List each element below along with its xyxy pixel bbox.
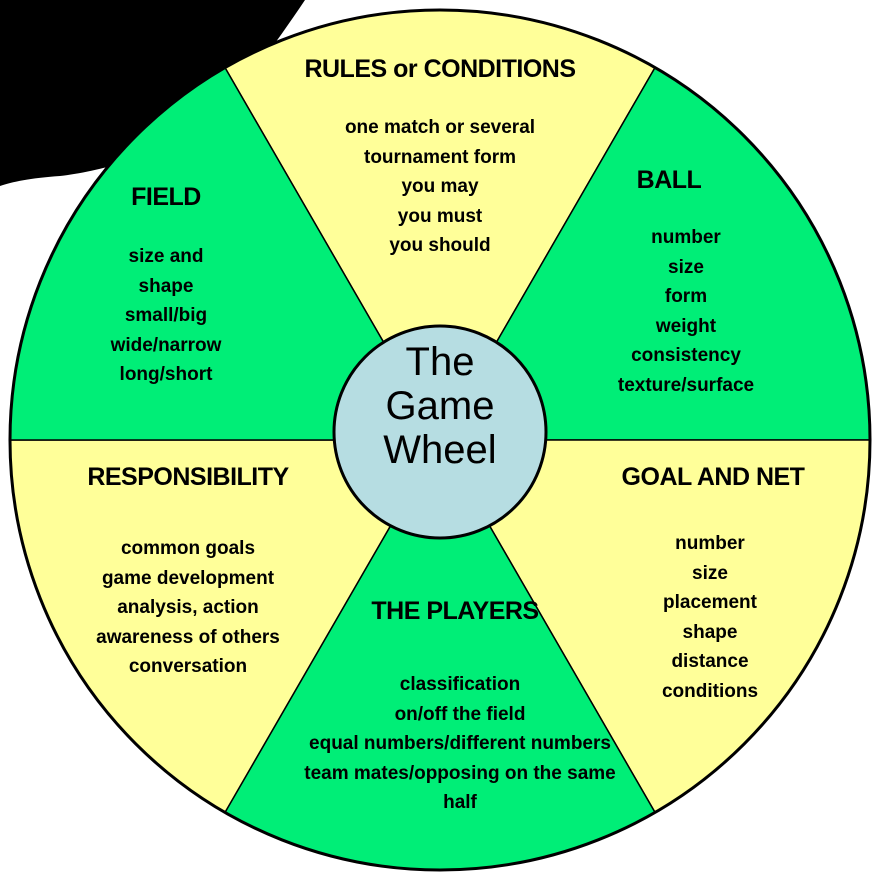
list-item: tournament form xyxy=(364,146,516,168)
hub-line: Game xyxy=(385,384,495,428)
list-item: form xyxy=(664,286,708,307)
list-item: half xyxy=(443,792,477,813)
list-item: classification xyxy=(399,674,521,695)
list-item: weight xyxy=(655,315,717,337)
sector-title-field: FIELD xyxy=(131,183,201,211)
list-item: awareness of others xyxy=(96,626,280,648)
sector-items-players: classification on/off the field equal nu… xyxy=(250,670,670,818)
hub-label: The Game Wheel xyxy=(335,340,545,472)
list-item: shape xyxy=(138,275,194,297)
list-item: you must xyxy=(397,205,483,227)
sector-items-rules: one match or several tournament form you… xyxy=(270,113,610,261)
list-item: on/off the field xyxy=(394,703,526,725)
hub-line: Wheel xyxy=(383,428,497,472)
list-item: consistency xyxy=(631,345,741,366)
list-item: distance xyxy=(671,651,749,672)
list-item: one match or several xyxy=(344,117,536,138)
list-item: common goals xyxy=(120,538,256,559)
list-item: size and xyxy=(128,246,204,267)
list-item: wide/narrow xyxy=(110,334,222,356)
list-item: texture/surface xyxy=(617,374,755,396)
list-item: analysis, action xyxy=(117,597,259,618)
list-item: conversation xyxy=(128,656,248,677)
wheel-outline xyxy=(8,8,872,872)
list-item: placement xyxy=(663,592,757,613)
sector-items-goal: number size placement shape distance con… xyxy=(620,529,800,706)
sector-items-ball: number size form weight consistency text… xyxy=(596,223,776,400)
hub-line: The xyxy=(405,340,475,384)
list-item: game development xyxy=(101,567,275,589)
sector-items-responsibility: common goals game development analysis, … xyxy=(68,534,308,682)
sector-items-field: size and shape small/big wide/narrow lon… xyxy=(86,242,246,390)
list-item: size xyxy=(692,562,728,584)
list-item: you may xyxy=(401,176,479,197)
list-item: equal numbers/different numbers xyxy=(309,733,611,754)
list-item: team mates/opposing on the same xyxy=(304,762,616,784)
sector-title-players: THE PLAYERS xyxy=(371,597,539,625)
sector-title-rules: RULES or CONDITIONS xyxy=(304,55,576,83)
list-item: small/big xyxy=(124,305,208,326)
hub-circle xyxy=(332,324,548,540)
sector-title-goal: GOAL AND NET xyxy=(621,463,805,491)
list-item: number xyxy=(675,533,745,554)
sector-title-ball: BALL xyxy=(636,166,702,194)
list-item: long/short xyxy=(119,364,213,385)
list-item: you should xyxy=(389,235,491,256)
list-item: number xyxy=(651,227,721,248)
sector-title-responsibility: RESPONSIBILITY xyxy=(87,463,289,491)
list-item: size xyxy=(668,256,704,278)
list-item: shape xyxy=(682,621,738,643)
list-item: conditions xyxy=(661,680,759,702)
